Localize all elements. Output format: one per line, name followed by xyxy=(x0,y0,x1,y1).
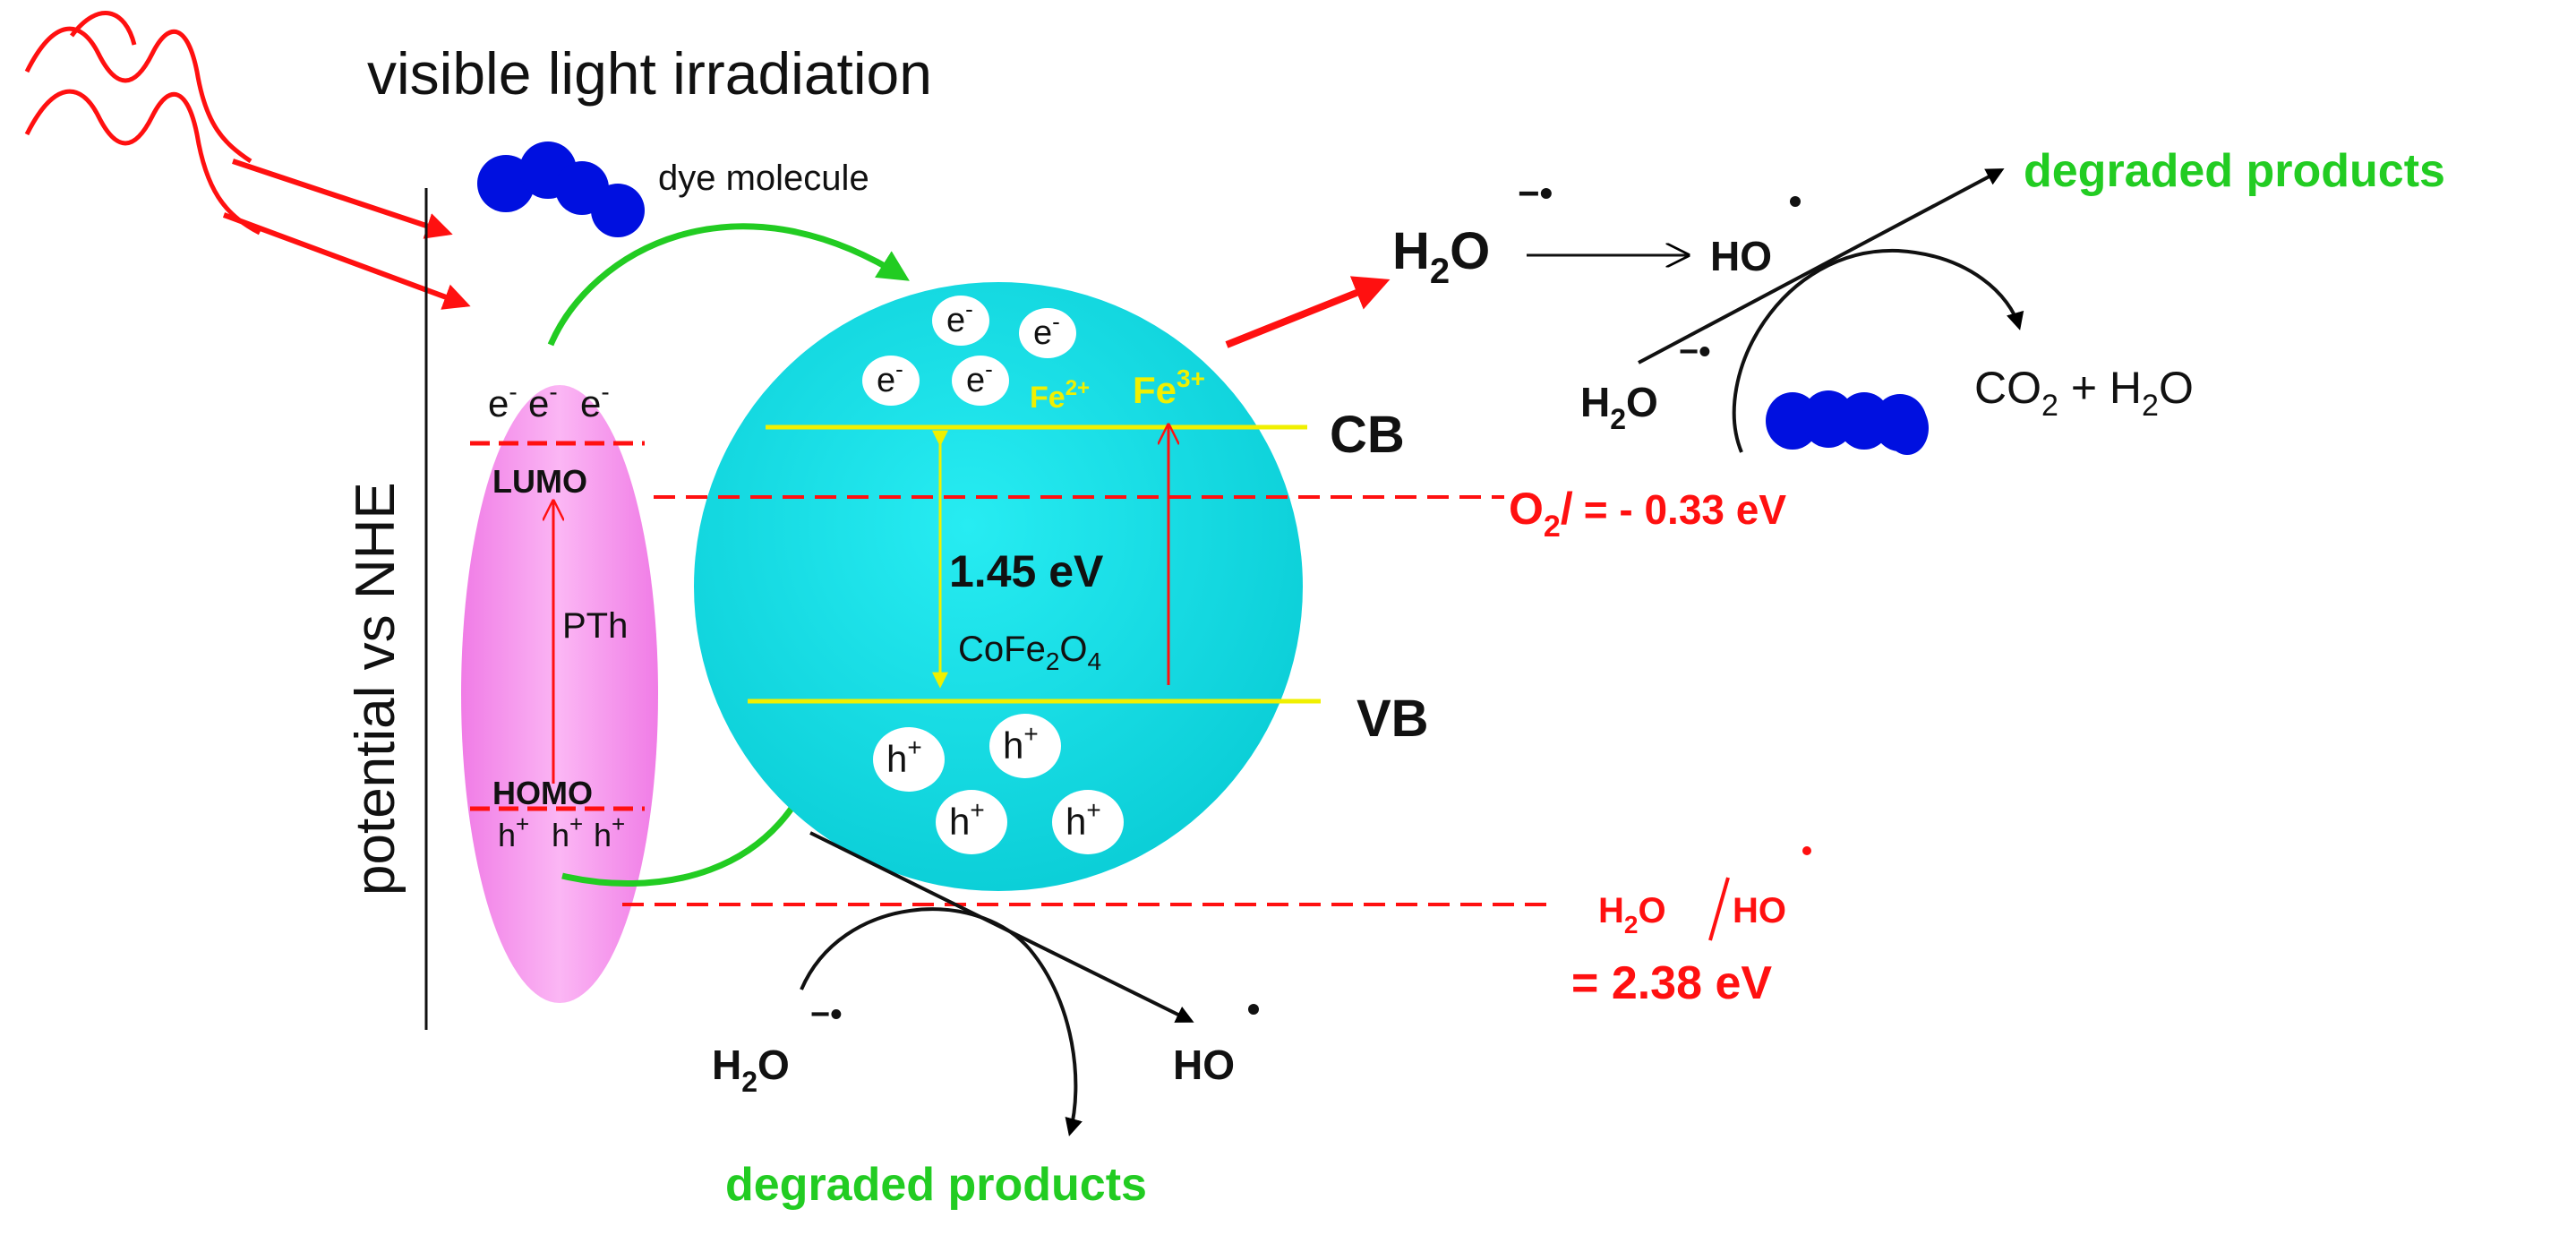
lumo-label: LUMO xyxy=(492,463,587,500)
fe3-label: Fe3+ xyxy=(1133,364,1205,411)
svg-text:h+: h+ xyxy=(886,733,922,780)
h2o-top-left: H2O xyxy=(1392,222,1490,291)
svg-text:e-: e- xyxy=(946,296,973,339)
svg-text:h+: h+ xyxy=(498,810,529,853)
svg-text:h+: h+ xyxy=(949,796,985,843)
light-wave-icon xyxy=(24,11,471,310)
svg-text:h+: h+ xyxy=(552,810,583,853)
radical-anion-bottom: −• xyxy=(810,996,843,1033)
degradation-top-arrow xyxy=(1638,168,2005,364)
co2-h2o-label: CO2 + H2O xyxy=(1974,363,2194,423)
ho-bottom-radical-dot xyxy=(1248,1004,1259,1015)
co2-curve-arrow xyxy=(1732,248,2024,453)
fe2-label: Fe2+ xyxy=(1030,376,1090,415)
electron-transfer-arrow xyxy=(547,223,910,347)
ho-bottom: HO xyxy=(1173,1042,1235,1088)
h2o-ho-radical-dot xyxy=(1802,846,1811,855)
degradation-bottom-curve-arrow xyxy=(800,907,1083,1136)
h2o-ho-couple-label: H2O xyxy=(1598,891,1666,939)
homo-label: HOMO xyxy=(492,775,593,811)
band-gap-label: 1.45 eV xyxy=(949,546,1104,596)
pth-ellipse xyxy=(461,385,658,1003)
o2-potential-label: O2/= - 0.33 eV xyxy=(1509,484,1786,544)
h2o-radical-right: H2O xyxy=(1580,379,1658,435)
svg-text:h+: h+ xyxy=(1065,796,1101,843)
svg-text:e-: e- xyxy=(528,378,558,424)
h2o-ho-couple-label-b: HO xyxy=(1733,891,1786,930)
title-text: visible light irradiation xyxy=(367,40,932,107)
svg-text:e-: e- xyxy=(966,356,993,399)
h2o-ho-value: = 2.38 eV xyxy=(1571,957,1772,1009)
pth-label: PTh xyxy=(562,606,628,646)
degraded-products-bottom: degraded products xyxy=(725,1159,1147,1211)
svg-text:e-: e- xyxy=(580,378,610,424)
fe3-to-o2-arrow xyxy=(1225,276,1391,348)
h2o-ho-slash xyxy=(1708,877,1730,941)
h2o-bottom: H2O xyxy=(712,1042,790,1098)
ho-top: HO xyxy=(1710,233,1772,279)
dye-molecule-right-icon xyxy=(1766,390,1929,455)
dye-label: dye molecule xyxy=(658,159,869,198)
cb-label: CB xyxy=(1330,406,1405,464)
svg-text:e-: e- xyxy=(488,378,518,424)
vb-holes: h+ h+ h+ h+ xyxy=(873,714,1124,854)
pth-electrons: e- e- e- xyxy=(488,378,610,424)
svg-text:e-: e- xyxy=(877,356,903,399)
cofe2o4-sphere xyxy=(694,282,1303,891)
dye-molecule-icon xyxy=(477,141,645,237)
radical-anion-top: −• xyxy=(1518,172,1553,214)
ho-top-radical-dot xyxy=(1790,196,1801,207)
svg-text:h+: h+ xyxy=(594,810,625,853)
cofe2o4-formula: CoFe2O4 xyxy=(958,630,1101,675)
degraded-products-top: degraded products xyxy=(2024,145,2445,197)
axis-label: potential vs NHE xyxy=(345,482,407,896)
radical-anion-right: −• xyxy=(1679,333,1711,371)
svg-text:h+: h+ xyxy=(1003,720,1039,767)
cb-electrons: e- e- e- e- xyxy=(862,296,1076,406)
vb-label: VB xyxy=(1356,690,1429,748)
pth-holes: h+ h+ h+ xyxy=(498,810,625,853)
svg-text:e-: e- xyxy=(1033,308,1060,352)
